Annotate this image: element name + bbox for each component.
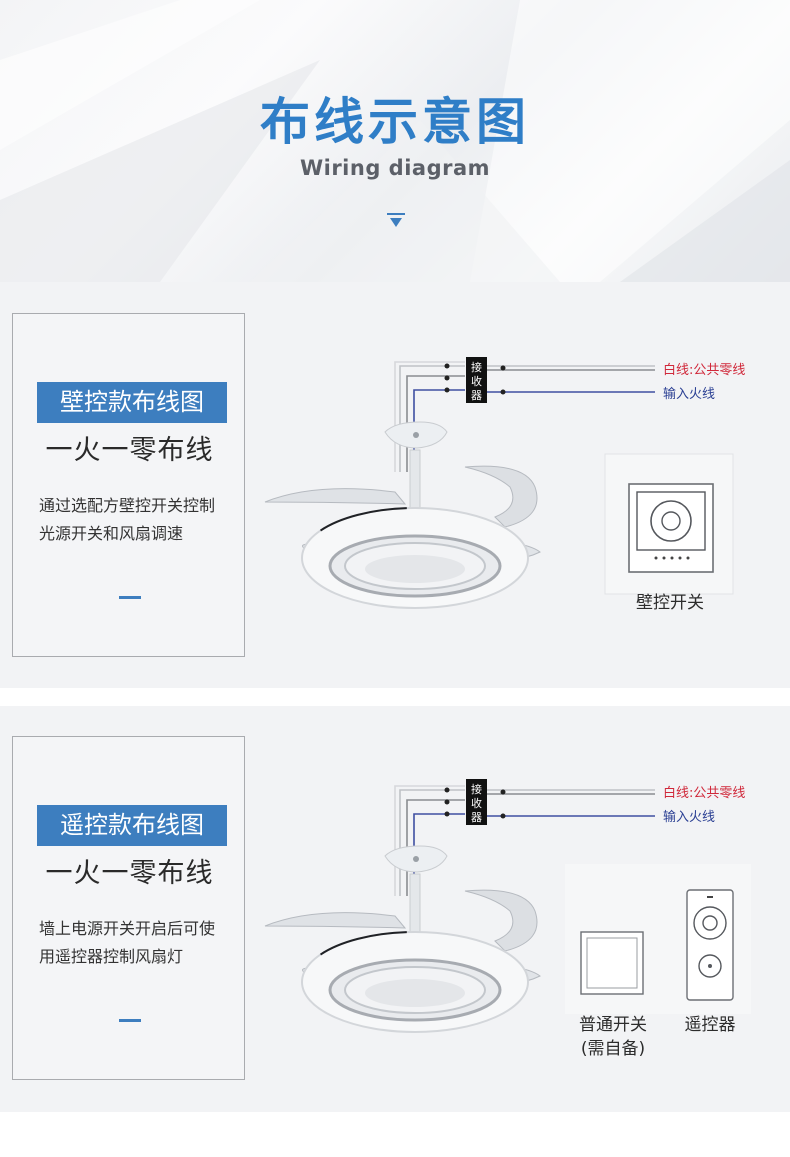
page-title: 布线示意图	[260, 93, 530, 151]
ordinary-switch-illustration	[580, 931, 644, 995]
receiver-char-2: 收	[471, 374, 482, 388]
receiver-box	[466, 357, 487, 403]
live-wire-label: 输入火线	[663, 810, 716, 825]
receiver-char-3: 器	[471, 811, 482, 824]
header-banner: 布线示意图 Wiring diagram	[0, 0, 790, 282]
section-badge: 遥控款布线图	[37, 805, 227, 846]
neutral-wire-label: 白线:公共零线	[663, 786, 746, 801]
section-badge: 壁控款布线图	[37, 382, 227, 423]
live-wire-label: 输入火线	[663, 387, 716, 402]
remote-control-wiring-diagram: 接 收 器	[255, 706, 790, 1112]
remote-label: 遥控器	[684, 1015, 736, 1035]
receiver-char-3: 器	[471, 389, 482, 402]
remote-control-info-card: 遥控款布线图 一火一零布线 墙上电源开关开启后可使用遥控器控制风扇灯	[12, 736, 245, 1080]
wiring-drawing: 接 收 器	[264, 357, 734, 609]
section-description: 通过选配方壁控开关控制光源开关和风扇调速	[39, 496, 216, 543]
page-subtitle: Wiring diagram	[299, 156, 491, 180]
wall-control-wiring-diagram: 接 收 器	[255, 282, 790, 688]
ceiling-fan-illustration	[264, 421, 541, 609]
neutral-wire-label: 白线:公共零线	[663, 363, 746, 378]
header-background-facets	[0, 0, 790, 282]
wiring-drawing: 接 收 器	[264, 779, 751, 1033]
wall-control-info-card: 壁控款布线图 一火一零布线 通过选配方壁控开关控制光源开关和风扇调速	[12, 313, 245, 657]
section-dash-divider	[119, 596, 141, 599]
section-dash-divider	[119, 1019, 141, 1022]
receiver-char-1: 接	[471, 783, 482, 796]
receiver-box	[466, 779, 487, 825]
down-arrow-icon	[387, 213, 405, 227]
ordinary-switch-label: 普通开关 (需自备)	[563, 1013, 663, 1061]
section-description: 墙上电源开关开启后可使用遥控器控制风扇灯	[39, 919, 216, 966]
wall-control-section: 壁控款布线图 一火一零布线 通过选配方壁控开关控制光源开关和风扇调速 接	[0, 282, 790, 688]
wall-switch-illustration	[604, 453, 734, 595]
ordinary-switch-note: (需自备)	[580, 1039, 646, 1059]
remote-illustration	[686, 889, 734, 1001]
remote-control-section: 遥控款布线图 一火一零布线 墙上电源开关开启后可使用遥控器控制风扇灯 接 收 器	[0, 706, 790, 1112]
section-subtitle: 一火一零布线	[45, 858, 214, 889]
ordinary-switch-name: 普通开关	[579, 1015, 647, 1035]
wall-switch-label: 壁控开关	[636, 593, 704, 613]
ceiling-fan-illustration	[264, 845, 541, 1033]
section-subtitle: 一火一零布线	[45, 435, 214, 466]
receiver-char-1: 接	[471, 361, 482, 374]
receiver-char-2: 收	[471, 796, 482, 810]
